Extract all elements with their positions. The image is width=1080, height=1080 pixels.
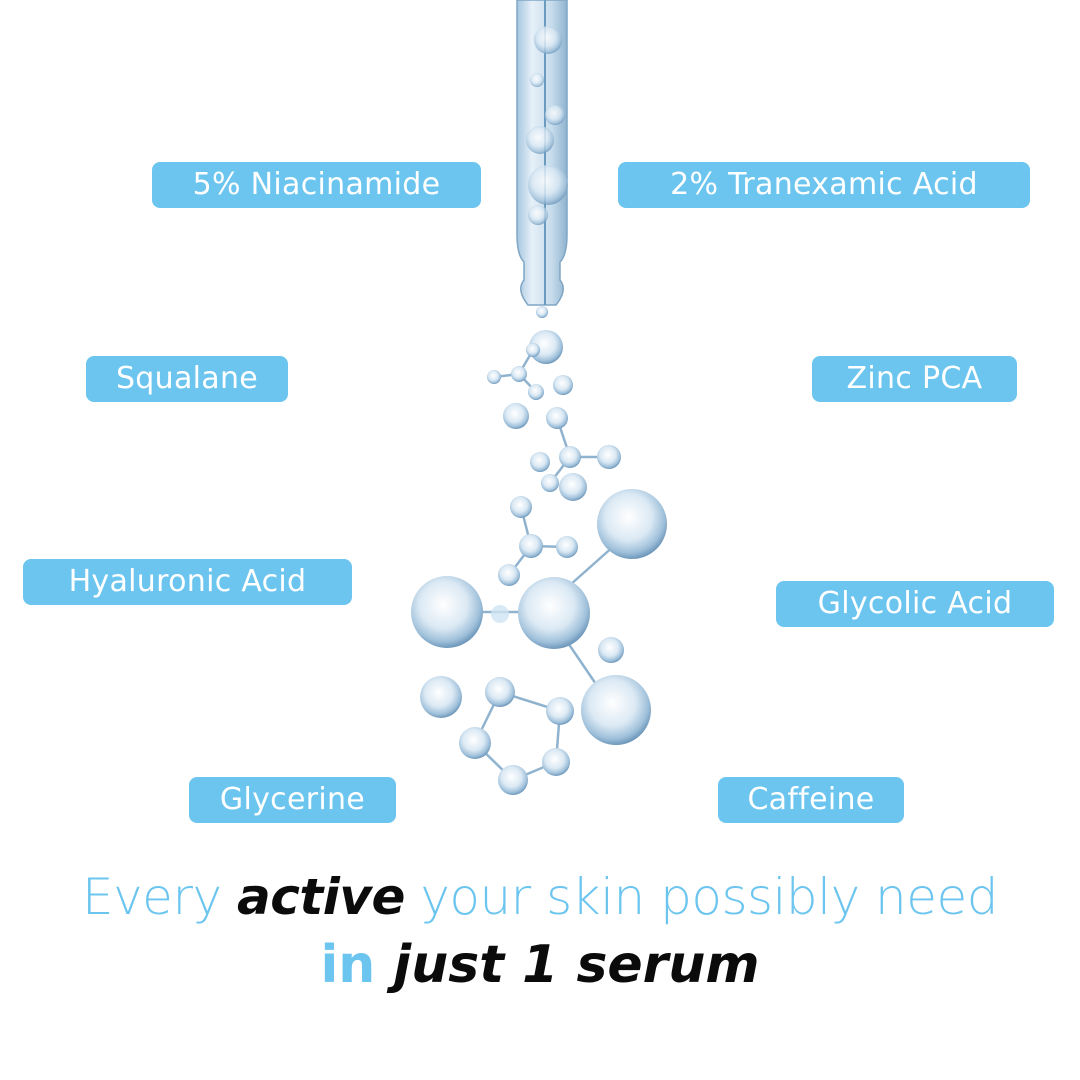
ingredient-tag-zinc-pca: Zinc PCA: [812, 356, 1017, 402]
serum-dropper-molecules-illustration: [411, 0, 667, 795]
tagline-emphasis: just 1 serum: [375, 935, 760, 995]
dropper-icon: [516, 0, 568, 318]
tagline-text: your skin possibly need: [404, 868, 998, 926]
ingredient-tag-tranexamic-acid: 2% Tranexamic Acid: [618, 162, 1030, 208]
ingredient-tag-hyaluronic-acid: Hyaluronic Acid: [23, 559, 352, 605]
ingredient-tag-caffeine: Caffeine: [718, 777, 904, 823]
tagline-line-2: in just 1 serum: [0, 935, 1080, 995]
tagline-text: in: [320, 935, 376, 995]
ingredient-tag-glycerine: Glycerine: [189, 777, 396, 823]
ingredient-tag-squalane: Squalane: [86, 356, 288, 402]
ingredient-tag-niacinamide: 5% Niacinamide: [152, 162, 481, 208]
ingredient-tag-glycolic-acid: Glycolic Acid: [776, 581, 1054, 627]
molecule-spheres: [411, 330, 667, 795]
tagline-text: Every: [82, 868, 237, 926]
tagline-emphasis: active: [236, 868, 405, 926]
tagline-line-1: Every active your skin possibly need: [0, 868, 1080, 926]
